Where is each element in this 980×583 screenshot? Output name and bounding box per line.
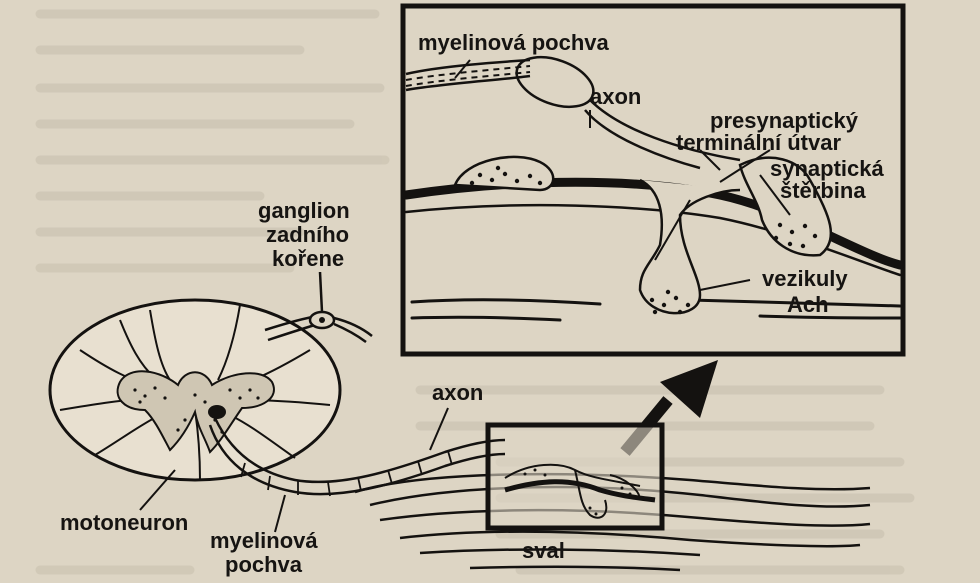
label-synaptic-line2: štěrbina	[780, 178, 866, 203]
motoneuron-cell	[208, 405, 226, 419]
label-vesicles-line1: vezikuly	[762, 266, 848, 291]
label-ganglion-line3: kořene	[272, 246, 344, 271]
label-ganglion-line1: ganglion	[258, 198, 350, 223]
label-motoneuron: motoneuron	[60, 510, 188, 535]
label-myelin-top: myelinová pochva	[418, 30, 610, 55]
label-presynaptic-line2: terminální útvar	[676, 130, 841, 155]
label-myelin-bottom-line2: pochva	[225, 552, 303, 577]
junction-detail-inset: myelinová pochva axon presynaptický term…	[403, 6, 903, 354]
small-box-frame	[488, 425, 662, 528]
label-vesicles-line2: Ach	[787, 292, 829, 317]
label-axon-top: axon	[590, 84, 641, 109]
label-axon-bottom: axon	[432, 380, 483, 405]
label-muscle: sval	[522, 538, 565, 563]
label-ganglion-line2: zadního	[266, 222, 349, 247]
label-myelin-bottom-line1: myelinová	[210, 528, 318, 553]
